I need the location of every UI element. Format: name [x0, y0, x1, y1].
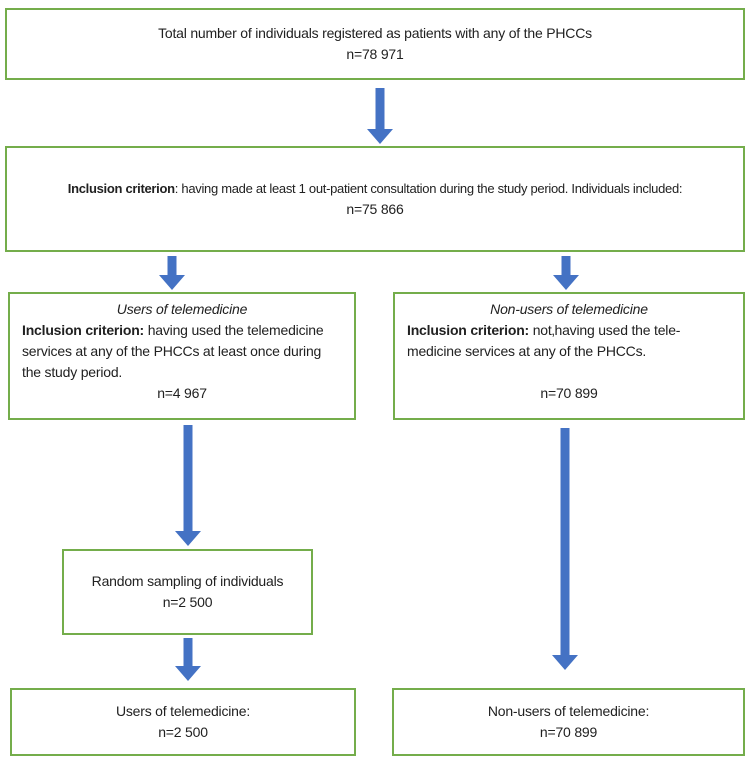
arrow-head-icon	[159, 275, 185, 290]
arrow-sampling-to-users-final	[175, 638, 201, 681]
nonusers-criterion-line2: medicine services at any of the PHCCs.	[407, 343, 647, 359]
inclusion-criterion-label: Inclusion criterion:	[407, 322, 530, 338]
total-registered-text: Total number of individuals registered a…	[158, 25, 592, 41]
arrow-shaft	[183, 425, 193, 532]
box-total-registered: Total number of individuals registered a…	[5, 8, 745, 80]
random-sampling-text: Random sampling of individuals	[91, 573, 284, 589]
arrow-total-to-inclusion	[367, 88, 393, 144]
arrow-shaft	[183, 638, 193, 667]
inclusion-criterion-text: not‚having used the tele-	[529, 322, 681, 338]
nonusers-title: Non-users of telemedicine	[490, 301, 648, 317]
users-criterion-line2: services at any of the PHCCs at least on…	[22, 343, 322, 359]
nonusers-final-count: n=70 899	[539, 724, 598, 740]
users-criterion-line3: the study period.	[22, 364, 123, 380]
box-telemedicine-nonusers: Non-users of telemedicine Inclusion crit…	[393, 292, 745, 420]
users-final-text: Users of telemedicine:	[115, 703, 251, 719]
inclusion-criterion-text: : having made at least 1 out-patient con…	[174, 181, 683, 196]
arrow-head-icon	[367, 129, 393, 144]
arrow-head-icon	[552, 655, 578, 670]
inclusion-criterion-label: Inclusion criterion:	[22, 322, 145, 338]
inclusion-criterion-text: having used the telemedicine	[144, 322, 324, 338]
users-final-count: n=2 500	[158, 724, 208, 740]
users-count: n=4 967	[157, 385, 207, 401]
box-random-sampling: Random sampling of individuals n=2 500	[62, 549, 313, 635]
box-nonusers-final: Non-users of telemedicine: n=70 899	[392, 688, 745, 756]
nonusers-count: n=70 899	[540, 385, 598, 401]
inclusion-criterion-label: Inclusion criterion	[67, 181, 175, 196]
arrow-shaft	[561, 256, 571, 276]
box-users-final: Users of telemedicine: n=2 500	[10, 688, 356, 756]
arrow-users-to-sampling	[175, 425, 201, 546]
arrow-nonusers-to-final	[552, 428, 578, 670]
box-telemedicine-users: Users of telemedicine Inclusion criterio…	[8, 292, 356, 420]
random-sampling-count: n=2 500	[162, 594, 213, 610]
arrow-head-icon	[175, 666, 201, 681]
arrow-shaft	[375, 88, 385, 130]
arrow-inclusion-to-nonusers	[553, 256, 579, 290]
arrow-shaft	[167, 256, 177, 276]
arrow-head-icon	[553, 275, 579, 290]
outpatient-inclusion-count: n=75 866	[346, 201, 404, 217]
box-outpatient-inclusion: Inclusion criterion: having made at leas…	[5, 146, 745, 252]
arrow-shaft	[560, 428, 570, 656]
users-title: Users of telemedicine	[116, 301, 248, 317]
arrow-head-icon	[175, 531, 201, 546]
outpatient-inclusion-text: Inclusion criterion: having made at leas…	[7, 178, 743, 199]
users-criterion-line1: Inclusion criterion: having used the tel…	[22, 320, 342, 341]
nonusers-final-text: Non-users of telemedicine:	[487, 703, 650, 719]
total-registered-count: n=78 971	[346, 46, 404, 62]
arrow-inclusion-to-users	[159, 256, 185, 290]
nonusers-criterion-line1: Inclusion criterion: not‚having used the…	[407, 320, 731, 341]
